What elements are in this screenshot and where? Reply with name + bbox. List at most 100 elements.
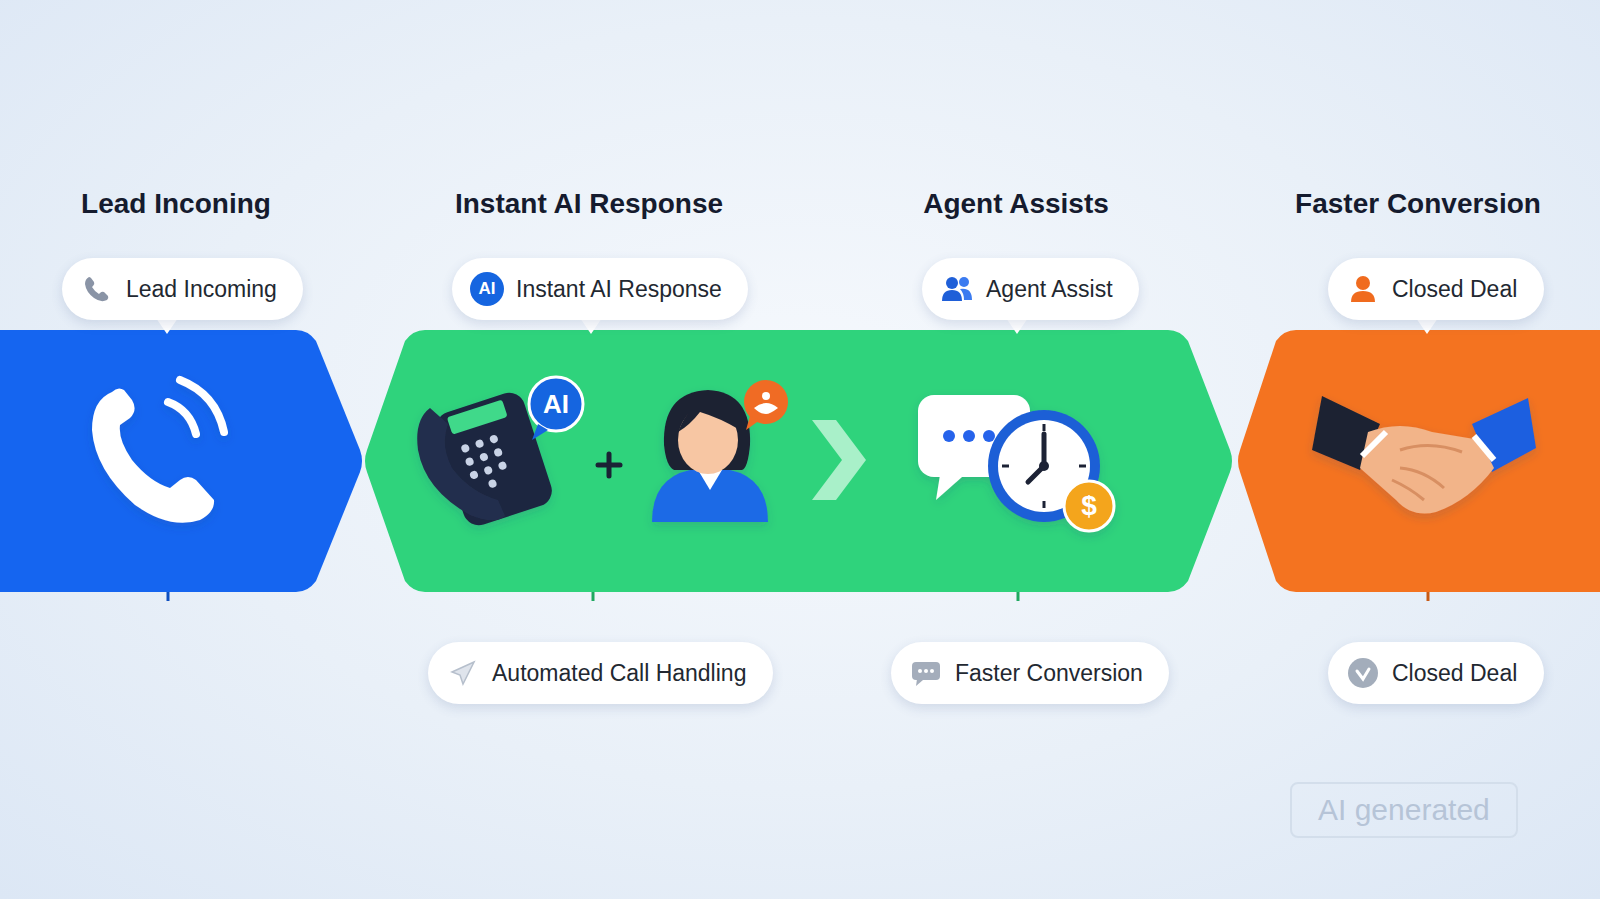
- stage-pill: Automated Call Handling: [428, 642, 773, 704]
- chat-clock-icon: [918, 395, 1114, 531]
- pill-text: Closed Deal: [1392, 276, 1517, 303]
- pill-tails: [156, 318, 1438, 334]
- shape-circle: [1348, 658, 1378, 688]
- stems: [168, 592, 1428, 601]
- shape-path: [1416, 318, 1438, 334]
- pill-text: Automated Call Handling: [492, 660, 746, 687]
- shape-path: [532, 424, 548, 440]
- shape-line: [1043, 424, 1046, 431]
- pill-text: Faster Conversion: [955, 660, 1143, 687]
- watermark: AI generated: [1290, 782, 1518, 838]
- orange-band: [1238, 330, 1600, 592]
- shape-path: [1357, 669, 1369, 679]
- shape-circle: [963, 430, 975, 442]
- shape-line: [1079, 465, 1086, 468]
- pill-icon: [909, 656, 943, 690]
- pill-text: Lead Incoming: [126, 276, 277, 303]
- chat-badge: [744, 380, 788, 430]
- shape-svg: [449, 659, 477, 687]
- pill-icon: [940, 272, 974, 306]
- column-heading: Lead Inconing: [81, 188, 271, 220]
- shape-line: [167, 592, 170, 601]
- shape-path: [417, 408, 505, 520]
- ai-bubble-text: AI: [529, 377, 583, 431]
- shape-path: [916, 679, 923, 686]
- shape-circle: [465, 457, 475, 467]
- column-heading: Instant AI Response: [455, 188, 723, 220]
- shape-svg: [910, 659, 942, 687]
- pill-icon: [446, 656, 480, 690]
- shape-path: [168, 402, 196, 434]
- phone-icon: [92, 380, 224, 523]
- pill-icon: [80, 272, 114, 306]
- shape-path: [1351, 291, 1375, 302]
- plus-sign: [598, 454, 620, 476]
- shape-circle: [488, 479, 498, 489]
- shape-circle: [930, 669, 934, 673]
- shape-path: [1474, 436, 1494, 460]
- shape-path: [1400, 468, 1444, 488]
- shape-rect: [912, 662, 940, 680]
- shape-circle: [983, 430, 995, 442]
- shape-path: [580, 318, 602, 334]
- stage-pill: Lead Incoming: [62, 258, 303, 320]
- shape-line: [592, 592, 595, 601]
- shape-circle: [497, 461, 507, 471]
- green-band: [365, 330, 1232, 592]
- shape-path: [960, 289, 972, 300]
- column-heading: Faster Conversion: [1295, 188, 1541, 220]
- pill-text: Instant AI Response: [516, 276, 722, 303]
- column-heading: Agent Assists: [923, 188, 1109, 220]
- shape-path: [1392, 480, 1424, 500]
- chevron-arrow: [812, 420, 866, 500]
- shape-circle: [943, 430, 955, 442]
- shape-path: [652, 470, 768, 522]
- shape-path: [942, 290, 962, 301]
- stage-pill: Closed Deal: [1328, 258, 1544, 320]
- shape-circle: [460, 443, 470, 453]
- shape-path: [180, 380, 224, 432]
- shape-path: [754, 403, 778, 414]
- pill-icon: [1346, 656, 1380, 690]
- stage-bands: [0, 330, 1600, 592]
- shape-line: [1017, 592, 1020, 601]
- shape-path: [1400, 445, 1462, 452]
- ai-icon-badge: AI: [470, 272, 504, 306]
- shape-path: [1006, 318, 1028, 334]
- shape-circle: [469, 470, 479, 480]
- pill-icon: [1346, 272, 1380, 306]
- shape-path: [452, 662, 474, 684]
- ai-bubble: [529, 377, 583, 431]
- shape-circle: [762, 392, 770, 400]
- shape-circle: [1039, 461, 1049, 471]
- shape-line: [607, 454, 612, 476]
- shape-circle: [924, 669, 928, 673]
- shape-g: [460, 434, 512, 493]
- shape-circle: [493, 447, 503, 457]
- shape-circle: [1356, 276, 1370, 290]
- stage-pill: Faster Conversion: [891, 642, 1169, 704]
- shape-line: [1002, 465, 1009, 468]
- stage-pill: Agent Assist: [922, 258, 1139, 320]
- shape-circle: [489, 434, 499, 444]
- shape-path: [678, 402, 740, 432]
- handshake-icon: [1312, 396, 1536, 514]
- shape-circle: [918, 669, 922, 673]
- pill-text: Closed Deal: [1392, 660, 1517, 687]
- coin-symbol: $: [1064, 481, 1114, 531]
- shape-circle: [1064, 481, 1114, 531]
- shape-line: [1427, 592, 1430, 601]
- stage-pill: AI Instant AI Response: [452, 258, 748, 320]
- shape-svg: [940, 274, 974, 304]
- blue-band: [0, 330, 362, 592]
- stage-pill: Closed Deal: [1328, 642, 1544, 704]
- shape-path: [85, 277, 108, 301]
- shape-path: [1362, 432, 1386, 456]
- shape-circle: [479, 452, 489, 462]
- shape-svg: [82, 274, 112, 304]
- shape-circle: [959, 277, 969, 287]
- shape-path: [936, 475, 962, 500]
- pill-text: Agent Assist: [986, 276, 1113, 303]
- shape-path: [156, 318, 178, 334]
